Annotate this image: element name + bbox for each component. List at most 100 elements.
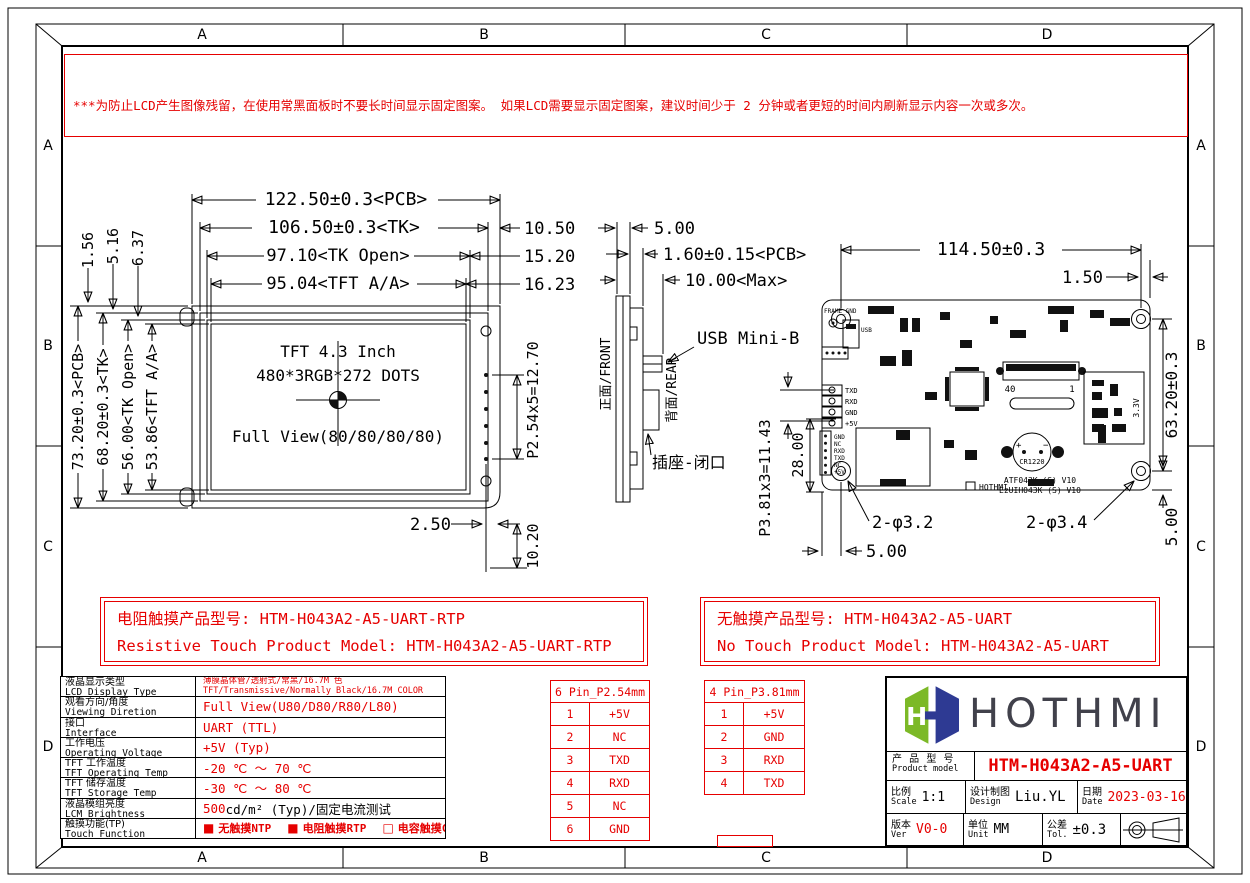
- ntp-model-box: 无触摸产品型号: HTM-H043A2-A5-UART No Touch Pro…: [700, 597, 1160, 666]
- terminal-txd: TXD: [845, 387, 858, 395]
- projection-symbol-icon: [1123, 816, 1183, 843]
- terminal-gnd: GND: [845, 409, 858, 417]
- ver-label-en: Ver: [891, 829, 907, 840]
- tolerance-cell: 公差 Tol. ±0.3: [1043, 814, 1121, 845]
- product-model-row: 产 品 型 号 Product model HTM-H043A2-A5-UART: [887, 752, 1186, 781]
- design-value: Liu.YL: [1015, 789, 1066, 805]
- pin-table-title: 6 Pin_P2.54mm: [551, 681, 649, 703]
- spec-label-en: TFT Operating Temp: [65, 768, 168, 778]
- dim-glass-thickness: 5.00: [654, 219, 695, 239]
- zone-row-b-right: B: [1196, 338, 1206, 354]
- dim-bottom-2: 10.20: [524, 523, 542, 568]
- rtp-model-box: 电阻触摸产品型号: HTM-H043A2-A5-UART-RTP Resisti…: [100, 597, 648, 666]
- model-label-en: Product model: [892, 764, 959, 774]
- dim-right-3: 16.23: [524, 275, 575, 295]
- checkbox-filled-icon: ■: [203, 821, 215, 836]
- spec-label-en: Operating Voltage: [65, 747, 163, 758]
- usb-label: USB: [861, 327, 872, 334]
- touch-option-ntp: ■ 无触摸NTP: [203, 821, 272, 836]
- v33-label: 3.3V: [1132, 398, 1141, 417]
- dim-pcb-height-rear: 63.20±0.3: [1162, 352, 1181, 439]
- pin-row: 1+5V: [705, 703, 804, 726]
- zone-col-c-bottom: C: [761, 850, 771, 866]
- coin-battery: [1001, 432, 1064, 472]
- spec-label-cn: 工作电压: [65, 737, 105, 749]
- checkbox-empty-icon: □: [382, 821, 394, 836]
- spec-value-en: TFT/Transmissive/Normally Black/16.7M CO…: [203, 685, 424, 696]
- zone-col-d-bottom: D: [1041, 850, 1053, 866]
- lcd-retention-warning: ***为防止LCD产生图像残留，在使用常黑面板时不要长时间显示固定图案。 如果L…: [64, 54, 1188, 137]
- logo-h-letter: H: [906, 702, 927, 731]
- pin1-label: 1: [1069, 385, 1074, 395]
- scale-label-en: Scale: [891, 797, 917, 807]
- front-view: TFT 4.3 Inch 480*3RGB*272 DOTS Full View…: [69, 189, 575, 572]
- smd-components: [855, 306, 1130, 487]
- qfp-chip: [945, 367, 989, 411]
- zone-col-c-top: C: [761, 27, 771, 43]
- spec-label-cn: TFT 储存温度: [65, 778, 126, 790]
- hole-callout-right: 2-φ3.4: [1026, 513, 1087, 533]
- tolerance-value: ±0.3: [1072, 821, 1107, 838]
- spec-value: +5V (Typ): [203, 739, 271, 755]
- screen-size-label: TFT 4.3 Inch: [280, 342, 396, 361]
- header-rxd: RXD: [834, 448, 845, 455]
- spec-label-en: LCD Display Type: [65, 687, 157, 697]
- spec-label-cn: 触摸功能(TP): [65, 818, 125, 830]
- scale-cell: 比例 Scale 1:1: [887, 781, 966, 813]
- model-label-cn: 产 品 型 号: [892, 754, 956, 765]
- zone-row-d-right: D: [1195, 739, 1207, 755]
- frame-gnd-label: FRAME_GND: [824, 308, 857, 315]
- dim-aa-height: 53.86<TFT A/A>: [143, 344, 161, 470]
- product-model-value: HTM-H043A2-A5-UART: [988, 756, 1173, 776]
- spec-row-interface: 接口 Interface UART (TTL): [61, 717, 445, 738]
- battery-plus: +: [1016, 441, 1022, 451]
- pin-table-title: 4 Pin_P3.81mm: [705, 681, 804, 703]
- zone-row-c-right: C: [1196, 539, 1206, 555]
- terminal-rxd: RXD: [845, 398, 858, 406]
- socket-label: 插座-闭口: [652, 453, 726, 472]
- spec-table: 液晶显示类型 LCD Display Type 薄膜晶体管/透射式/常黑/16.…: [60, 676, 446, 839]
- unit-value: MM: [993, 822, 1010, 837]
- spec-label-cn: 液晶显示类型: [65, 677, 125, 688]
- dim-pin-pitch: P2.54x5=12.70: [524, 341, 542, 458]
- header-nc1: NC: [834, 441, 842, 448]
- zone-col-b-bottom: B: [479, 850, 489, 866]
- mounting-holes: [831, 309, 1151, 481]
- ver-label-cn: 版本: [891, 819, 911, 831]
- dim-aa-width: 95.04<TFT A/A>: [266, 274, 409, 294]
- spec-value-cn: 薄膜晶体管/透射式/常黑/16.7M 色: [203, 677, 343, 687]
- spec-label-en: Touch Function: [65, 828, 146, 839]
- zone-row-d-left: D: [42, 739, 54, 755]
- design-cell: 设计制图 Design Liu.YL: [966, 781, 1078, 813]
- date-label-en: Date: [1082, 797, 1103, 807]
- pcb-logo-label: HOTHMI: [979, 483, 1008, 492]
- zone-row-a-left: A: [43, 138, 53, 154]
- projection-symbol-cell: [1121, 814, 1186, 845]
- header-5v: +5V: [834, 469, 845, 476]
- spec-label-cn: 观看方向/角度: [65, 697, 129, 709]
- ntp-model-en: No Touch Product Model: HTM-H043A2-A5-UA…: [717, 637, 1109, 655]
- spec-row-storage-temp: TFT 储存温度 TFT Storage Temp -30 ℃ ～ 80 ℃: [61, 778, 445, 799]
- dim-pcb-thickness: 1.60±0.15<PCB>: [663, 245, 806, 265]
- battery-label: CR1220: [1019, 458, 1044, 466]
- warning-line-1: ***为防止LCD产生图像残留，在使用常黑面板时不要长时间显示固定图案。 如果L…: [73, 98, 1034, 113]
- design-label-en: Design: [970, 797, 1001, 807]
- spec-label-en: TFT Storage Temp: [65, 788, 157, 798]
- front-face-label: 正面/FRONT: [599, 337, 614, 410]
- scale-design-date-row: 比例 Scale 1:1 设计制图 Design Liu.YL 日期 Date …: [887, 781, 1186, 814]
- rear-view: 40 1 + − CR1220: [756, 239, 1181, 562]
- hothmi-logo-icon: H: [905, 686, 959, 744]
- logo-area: H HOTHMI: [887, 678, 1186, 752]
- ntp-model-cn: 无触摸产品型号: HTM-H043A2-A5-UART: [717, 610, 1013, 628]
- dim-hole-offset-bottom: 5.00: [866, 542, 907, 562]
- dim-tk-height: 68.20±0.3<TK>: [94, 348, 112, 465]
- screen-viewangle-label: Full View(80/80/80/80): [232, 427, 444, 446]
- rear-face-label: 背面/REAR: [665, 357, 680, 422]
- unit-label-cn: 单位: [968, 819, 988, 831]
- touch-option-rtp: ■ 电阻触摸RTP: [287, 821, 367, 836]
